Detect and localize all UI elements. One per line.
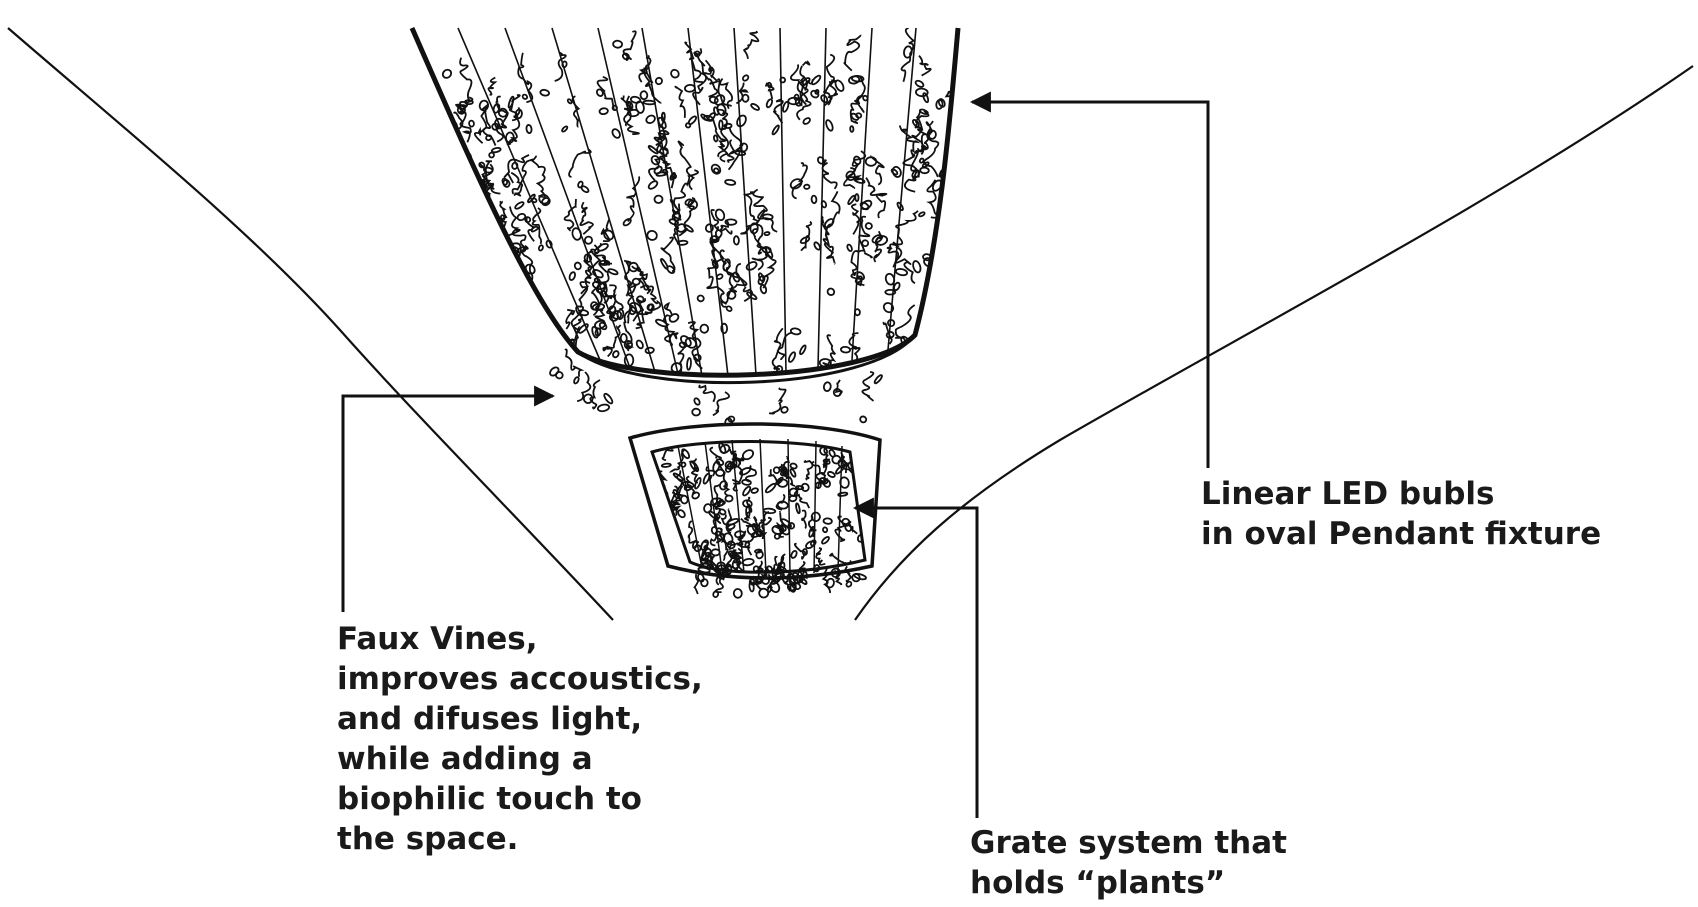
leader-led: [969, 91, 1210, 468]
led-tubes-upper: [457, 27, 917, 377]
callout-vines-line-1: Faux Vines,: [337, 621, 538, 657]
callout-vines-line-4: while adding a: [337, 741, 593, 777]
callout-led-line-1: Linear LED bubls: [1201, 476, 1495, 512]
callout-led-line-2: in oval Pendant fixture: [1201, 516, 1602, 552]
leader-vines: [341, 385, 556, 612]
callout-led-bulbs: Linear LED bubls in oval Pendant fixture: [1201, 474, 1601, 554]
callout-vines-line-2: improves accoustics,: [337, 661, 703, 697]
faux-vines-lower-hanging: [693, 561, 867, 599]
callout-grate-system: Grate system that holds “plants”: [970, 823, 1287, 903]
faux-vines-upper: [416, 28, 955, 376]
callout-vines-line-3: and difuses light,: [337, 701, 643, 737]
upper-pendant-fixture: [409, 26, 961, 439]
callout-grate-line-2: holds “plants”: [970, 865, 1226, 901]
faux-vines-hanging: [549, 348, 883, 439]
leader-grate: [852, 497, 979, 818]
upper-fixture-outline: [409, 26, 961, 378]
perspective-line-right: [854, 65, 1694, 621]
perspective-line-left: [7, 27, 614, 621]
callout-vines-line-6: the space.: [337, 821, 519, 857]
lower-grate-basket: [627, 422, 882, 599]
callout-grate-line-1: Grate system that: [970, 825, 1287, 861]
callout-vines-line-5: biophilic touch to: [337, 781, 642, 817]
upper-fixture-bottom-rim: [577, 334, 917, 385]
callout-faux-vines: Faux Vines, improves accoustics, and dif…: [337, 619, 703, 859]
